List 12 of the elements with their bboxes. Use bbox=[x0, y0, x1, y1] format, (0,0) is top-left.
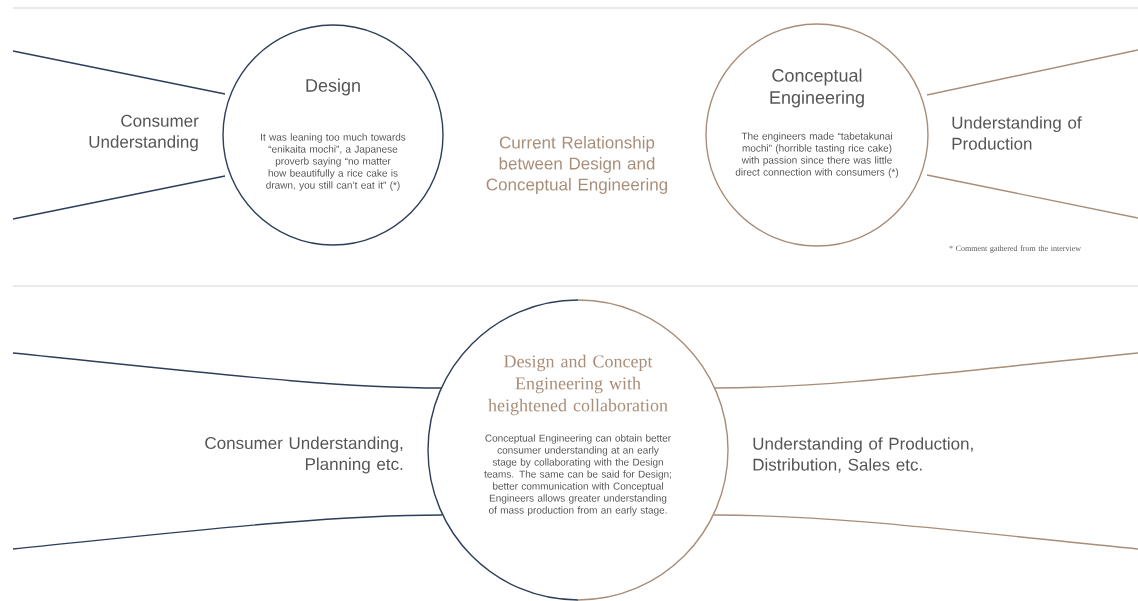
side-label: Understanding of Production, Distribution, Sales etc. bbox=[753, 437, 973, 473]
circle-heading: Conceptual Engineering bbox=[770, 68, 864, 108]
circle-text: The engineers made “tabetakunai mochi” (horrible tasting rice cake) with passion since there was little direct connection with consumers (*) bbox=[735, 132, 899, 178]
center-title: Current Relationship between Design and Conceptual Engineering bbox=[486, 136, 668, 194]
circle-heading: Design bbox=[306, 78, 360, 96]
circle-heading: Design and Concept Engineering with heightened collaboration bbox=[488, 354, 668, 416]
footnote: * Comment gathered from the interview bbox=[949, 245, 1081, 253]
circle-text: Conceptual Engineering can obtain better consumer understanding at an early stage by collaborating with the Design teams. The same can be said for Design; better communication with Conceptual Engineers allows greater understanding of mass production from an early stage. bbox=[484, 434, 671, 516]
side-label: Consumer Understanding bbox=[89, 114, 199, 152]
circle-text: It was leaning too much towards “enikaita mochi”, a Japanese proverb saying “no matter how beautifully a rice cake is drawn, you still can’t eat it” (*) bbox=[261, 133, 406, 191]
side-label: Consumer Understanding, Planning etc. bbox=[205, 436, 403, 474]
side-label: Understanding of Production bbox=[952, 116, 1082, 150]
